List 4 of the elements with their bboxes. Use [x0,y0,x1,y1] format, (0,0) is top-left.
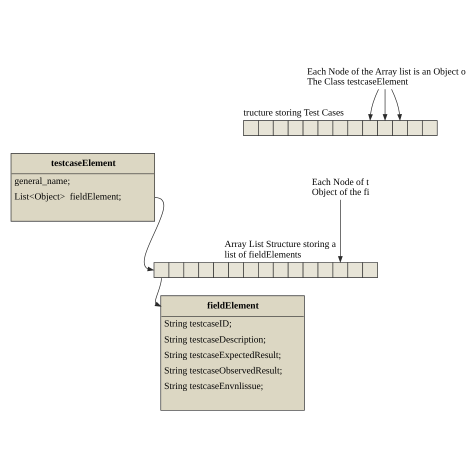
node-text: Each Node of the Array list is an Object o The Class testcaseElement [307,66,466,87]
node-label: tructure storing Test Cases [243,108,344,118]
node-label: Array List Structure storing a list of fieldElements [224,240,336,260]
node-text: Each Node of t Object of the fi [312,177,370,198]
